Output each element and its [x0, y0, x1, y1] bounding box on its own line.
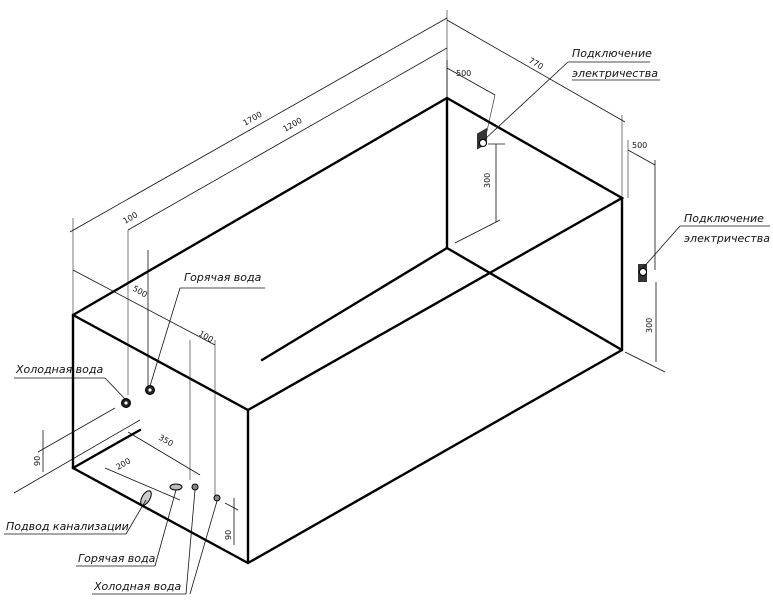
hot-water-bottom-label: Горячая вода: [78, 552, 156, 565]
water-wall: 500 100 Горячая вода Холодная вода 90: [14, 250, 265, 500]
elec-right-label-2: электричества: [684, 232, 770, 245]
floor-connections: 350 200 90 Подвод канализации Горячая во…: [4, 419, 239, 595]
dim-500-water: 500: [131, 284, 149, 299]
hot-water-top-label: Горячая вода: [184, 271, 262, 284]
elec-top-label-1: Подключение: [572, 47, 652, 60]
dim-100-hot: 100: [197, 329, 215, 344]
elec-right-label-1: Подключение: [684, 212, 764, 225]
dim-500-top: 500: [456, 69, 471, 78]
cold-water-bottom-label: Холодная вода: [93, 580, 181, 593]
dim-90-cold: 90: [33, 456, 42, 466]
dim-1700: 1700: [242, 110, 264, 128]
dim-90-floor: 90: [224, 530, 233, 540]
elec-right: 500 300 Подключение электричества: [624, 140, 770, 373]
dim-300-right: 300: [645, 318, 654, 333]
dim-1200: 1200: [282, 116, 304, 134]
dim-200: 200: [115, 456, 133, 471]
dim-500-right: 500: [632, 141, 647, 150]
elec-top-label-2: электричества: [572, 67, 658, 80]
dim-770: 770: [527, 56, 545, 71]
drain-label: Подвод канализации: [6, 520, 129, 533]
elec-top: 500 300 Подключение электричества: [446, 47, 660, 244]
dim-350: 350: [157, 433, 175, 448]
bathtub-box: [71, 96, 625, 565]
dim-300-top: 300: [483, 173, 492, 188]
cold-water-left-label: Холодная вода: [15, 363, 103, 376]
dimension-length: 1700 1200 100: [69, 10, 448, 395]
dim-100-top: 100: [122, 210, 140, 225]
